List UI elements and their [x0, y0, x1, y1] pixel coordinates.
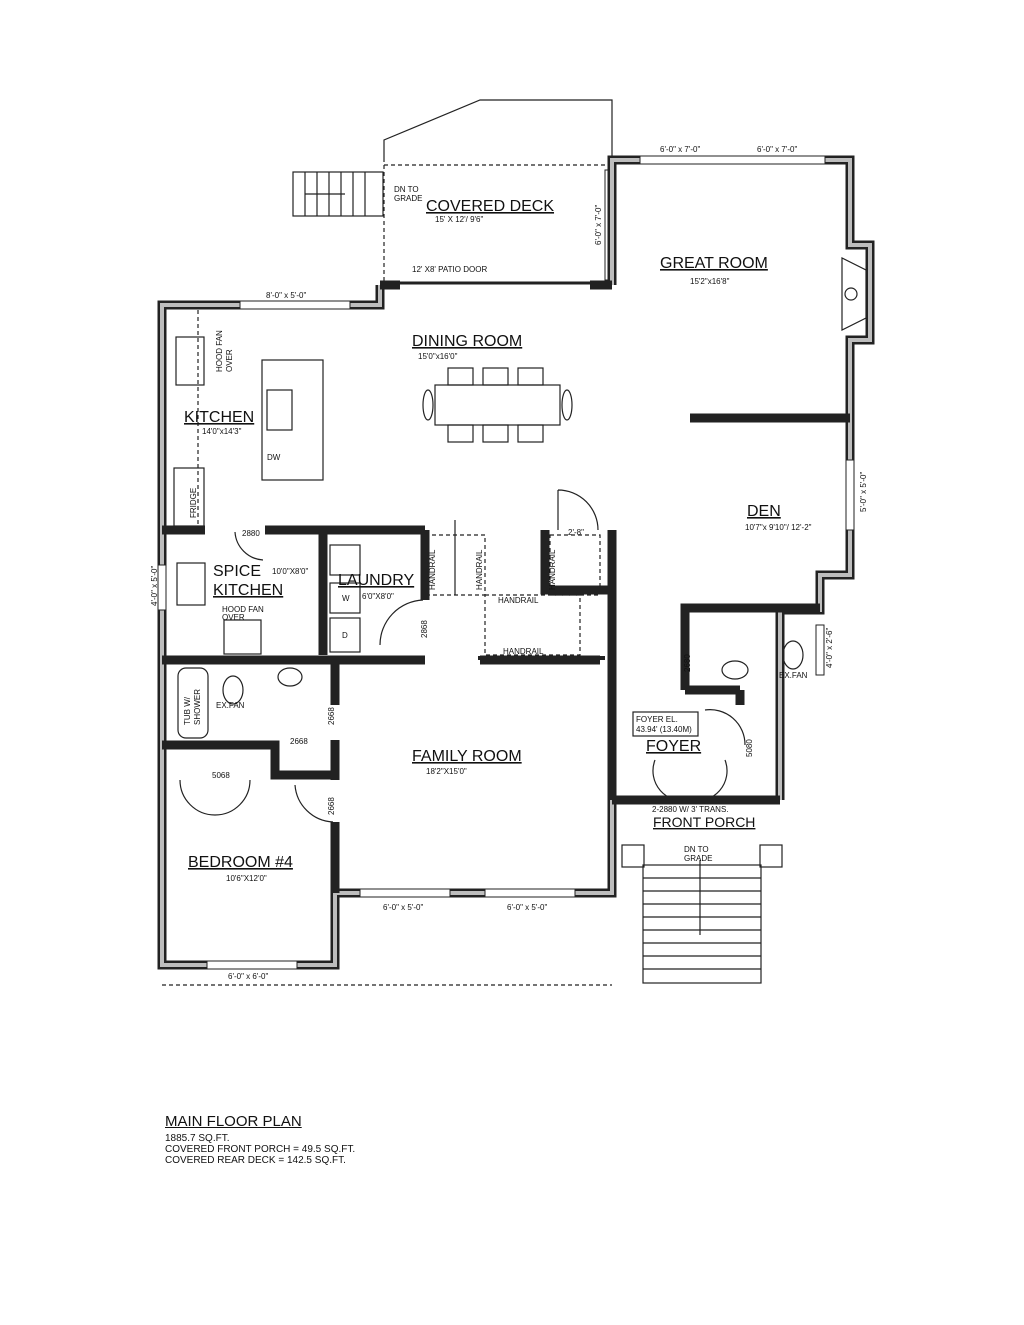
room-size-family-room: 18'2"X15'0"	[426, 767, 467, 776]
room-label-covered-deck: COVERED DECK	[426, 198, 554, 215]
total-area: 1885.7 SQ.FT.	[165, 1133, 230, 1144]
room-size-great-room: 15'2"x16'8"	[690, 277, 730, 286]
room-label-den: DEN	[747, 503, 781, 520]
front-porch	[162, 844, 783, 986]
room-label-family-room: FAMILY ROOM	[412, 748, 522, 765]
window-dimension: 6'-0" x 7'-0"	[757, 145, 797, 154]
handrail-label: HANDRAIL	[475, 549, 484, 590]
room-size-dining-room: 15'0"x16'0"	[418, 352, 458, 361]
window-dimension: 5'-0" x 5'-0"	[859, 472, 868, 512]
windows	[157, 155, 855, 970]
tub-label: TUB W/	[183, 696, 192, 725]
door-dimension: 2668	[290, 737, 308, 746]
dishwasher-label: DW	[267, 453, 281, 462]
shower-label: SHOWER	[193, 689, 202, 725]
stair-width-label: 2'-8"	[568, 528, 584, 537]
door-dimension: 2880	[242, 529, 260, 538]
handrail-label: HANDRAIL	[503, 647, 544, 656]
door-dimension: 2668	[327, 707, 336, 725]
handrail-label: HANDRAIL	[498, 596, 539, 605]
kitchen-fixtures	[173, 310, 361, 655]
room-label-great-room: GREAT ROOM	[660, 255, 768, 272]
room-size-covered-deck: 15' X 12'/ 9'6"	[435, 215, 484, 224]
window-dimension: 4'-0" x 2'-6"	[825, 628, 834, 668]
front-door-label: 2-2880 W/ 3' TRANS.	[652, 805, 729, 814]
fridge-label: FRIDGE	[189, 488, 198, 518]
room-label-dining-room: DINING ROOM	[412, 333, 522, 350]
dryer-label: D	[342, 631, 348, 640]
handrail-label: HANDRAIL	[428, 549, 437, 590]
foyer-elevation-label: FOYER EL.	[636, 715, 678, 724]
door-dimension: 2680	[683, 654, 692, 672]
door-dimension: 5068	[212, 771, 230, 780]
window-dimension: 4'-0" x 5'-0"	[150, 566, 159, 606]
window-dimension: 6'-0" x 5'-0"	[383, 903, 423, 912]
door-dimension: 2668	[327, 797, 336, 815]
foyer-elevation-value: 43.94' (13.40M)	[636, 725, 692, 734]
bathroom-fixtures	[177, 640, 804, 739]
porch-area: COVERED FRONT PORCH = 49.5 SQ.FT.	[165, 1144, 356, 1155]
dn-to-grade-label: GRADE	[684, 854, 712, 863]
doors	[179, 489, 746, 823]
door-dimension: 2868	[420, 620, 429, 638]
door-dimension: 5080	[745, 739, 754, 757]
washer-label: W	[342, 594, 350, 603]
window-dimension: 8'-0" x 5'-0"	[266, 291, 306, 300]
room-label-bedroom4: BEDROOM #4	[188, 854, 293, 871]
room-size-kitchen: 14'0"x14'3"	[202, 427, 242, 436]
window-dimension: 6'-0" x 6'-0"	[228, 972, 268, 981]
room-label-front-porch: FRONT PORCH	[653, 814, 755, 830]
stairs	[424, 520, 605, 660]
hood-fan-label: HOOD FAN	[222, 605, 264, 614]
dn-to-grade-label: DN TO	[684, 845, 709, 854]
foyer-elevation-box	[632, 711, 699, 737]
deck-area: COVERED REAR DECK = 142.5 SQ.FT.	[165, 1155, 346, 1166]
hood-fan-label: HOOD FAN	[215, 330, 224, 372]
window-dimension: 6'-0" x 5'-0"	[507, 903, 547, 912]
exterior-walls	[157, 155, 875, 970]
plan-title: MAIN FLOOR PLAN	[165, 1113, 302, 1130]
room-size-den: 10'7"x 9'10"/ 12'-2"	[745, 523, 812, 532]
room-size-bedroom4: 10'6"X12'0"	[226, 874, 267, 883]
hood-fan-label: OVER	[225, 349, 234, 372]
dn-to-grade-label: DN TO	[394, 185, 419, 194]
room-size-spice-kitchen: 10'0"X8'0"	[272, 567, 308, 576]
room-label-foyer: FOYER	[646, 738, 701, 755]
room-size-laundry: 6'0"X8'0"	[362, 592, 394, 601]
dining-table	[422, 367, 573, 443]
deck-stairs	[292, 171, 384, 217]
ex-fan-label: EX.FAN	[216, 701, 245, 710]
window-dimension: 6'-0" x 7'-0"	[660, 145, 700, 154]
fireplace	[841, 257, 867, 331]
ex-fan-label: EX.FAN	[779, 671, 808, 680]
room-label-laundry: LAUNDRY	[338, 572, 415, 589]
patio-door-label: 12' X8' PATIO DOOR	[412, 265, 487, 274]
window-dimension: 6'-0" x 7'-0"	[594, 205, 603, 245]
room-label-spice: SPICE	[213, 563, 261, 580]
dn-to-grade-label: GRADE	[394, 194, 422, 203]
room-label-kitchen: KITCHEN	[184, 409, 254, 426]
handrail-label: HANDRAIL	[548, 549, 557, 590]
hood-fan-label: OVER	[222, 613, 245, 622]
room-label-spice-kitchen: KITCHEN	[213, 582, 283, 599]
plan-notes: MAIN FLOOR PLAN 1885.7 SQ.FT. COVERED FR…	[165, 1113, 355, 1166]
